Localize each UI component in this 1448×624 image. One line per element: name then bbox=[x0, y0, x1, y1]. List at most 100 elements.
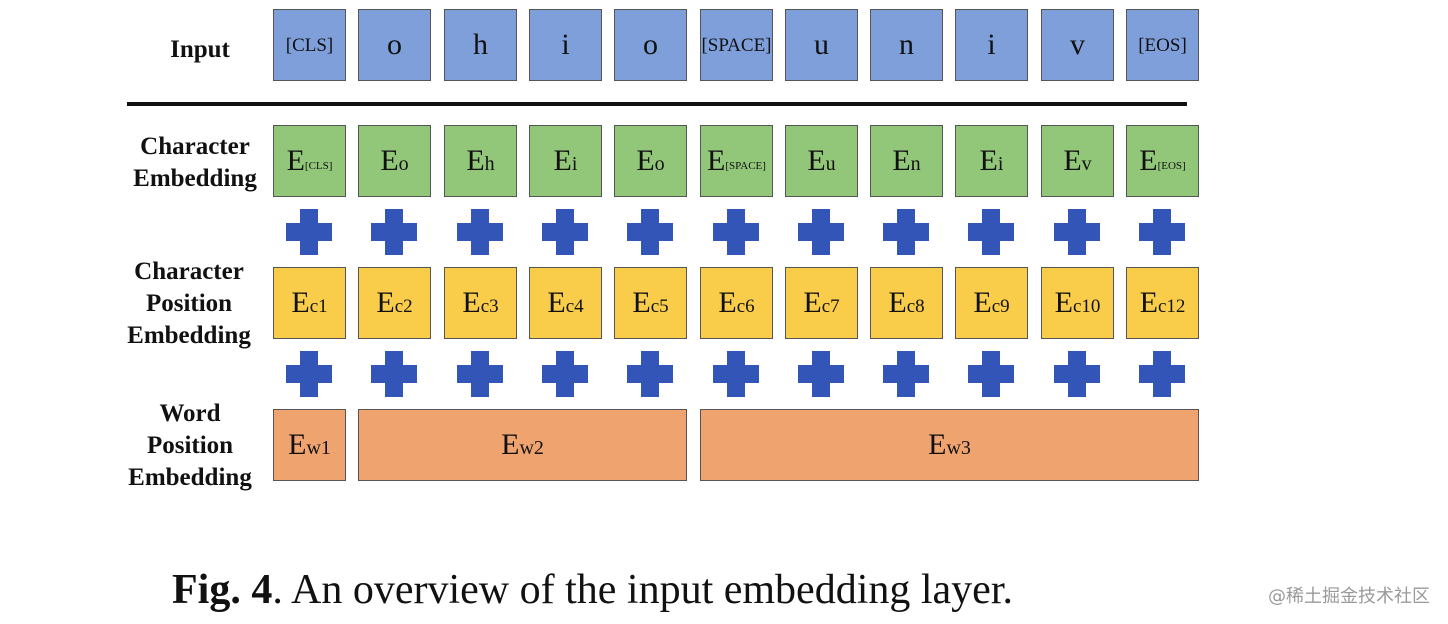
input-token-label: [CLS] bbox=[285, 34, 334, 56]
plus-icon bbox=[457, 351, 503, 397]
plus-icon bbox=[968, 209, 1014, 255]
character-position-embedding-cell-base: E bbox=[803, 286, 822, 319]
character-embedding-cell-subscript: i bbox=[997, 153, 1004, 175]
character-embedding-cell-base: E bbox=[892, 144, 911, 177]
character-position-embedding-cell-subscript: c6 bbox=[736, 295, 755, 317]
character-embedding-cell-subscript: o bbox=[398, 153, 409, 175]
word-position-embedding-base: E bbox=[501, 428, 520, 461]
input-token-cell: u bbox=[785, 9, 858, 81]
plus-icon bbox=[286, 209, 332, 255]
input-token-label: u bbox=[814, 28, 829, 61]
word-position-embedding-subscript: w3 bbox=[946, 437, 971, 459]
input-token-label: [EOS] bbox=[1138, 34, 1187, 56]
plus-icon bbox=[371, 351, 417, 397]
character-embedding-cell-subscript: n bbox=[910, 153, 921, 175]
plus-icon bbox=[1139, 209, 1185, 255]
character-embedding-cell-base: E bbox=[979, 144, 998, 177]
input-token-cell: v bbox=[1041, 9, 1114, 81]
character-embedding-cell-subscript: [CLS] bbox=[304, 159, 333, 172]
input-token-label: i bbox=[561, 28, 570, 61]
character-position-embedding-cell-subscript: c8 bbox=[906, 295, 925, 317]
figure-caption-text: . An overview of the input embedding lay… bbox=[272, 567, 1013, 613]
input-token-cell: i bbox=[529, 9, 602, 81]
character-position-embedding-cell-subscript: c5 bbox=[650, 295, 669, 317]
input-token-cell: o bbox=[358, 9, 431, 81]
character-embedding-cell: E[EOS] bbox=[1126, 125, 1199, 197]
character-position-embedding-cell-base: E bbox=[718, 286, 737, 319]
row-label-input: Input bbox=[170, 36, 230, 63]
divider-line bbox=[127, 102, 1187, 106]
character-position-embedding-cell-subscript: c12 bbox=[1157, 295, 1186, 317]
character-position-embedding-cell-subscript: c4 bbox=[565, 295, 584, 317]
input-token-cell: o bbox=[614, 9, 687, 81]
word-position-embedding-base: E bbox=[288, 428, 307, 461]
input-token-cell: h bbox=[444, 9, 517, 81]
plus-icon bbox=[883, 209, 929, 255]
character-embedding-cell-base: E bbox=[466, 144, 485, 177]
character-embedding-cell-subscript: i bbox=[571, 153, 578, 175]
input-token-cell: i bbox=[955, 9, 1028, 81]
character-embedding-cell-base: E bbox=[707, 144, 726, 177]
plus-icon bbox=[883, 351, 929, 397]
character-position-embedding-cell-base: E bbox=[973, 286, 992, 319]
plus-icon bbox=[798, 209, 844, 255]
input-token-label: n bbox=[899, 28, 914, 61]
input-token-label: h bbox=[473, 28, 488, 61]
character-position-embedding-cell-base: E bbox=[632, 286, 651, 319]
plus-icon bbox=[371, 209, 417, 255]
input-token-label: o bbox=[387, 28, 402, 61]
character-embedding-cell-base: E bbox=[1063, 144, 1082, 177]
watermark: @稀土掘金技术社区 bbox=[1268, 586, 1430, 607]
plus-icon bbox=[286, 351, 332, 397]
figure-caption-label: Fig. 4 bbox=[172, 567, 273, 613]
character-embedding-cell: E[CLS] bbox=[273, 125, 346, 197]
character-position-embedding-cell-base: E bbox=[547, 286, 566, 319]
plus-icon bbox=[968, 351, 1014, 397]
character-position-embedding-cell-subscript: c1 bbox=[309, 295, 328, 317]
character-position-embedding-cell-subscript: c2 bbox=[394, 295, 413, 317]
character-embedding-cell-subscript: o bbox=[654, 153, 665, 175]
plus-icon bbox=[542, 351, 588, 397]
character-position-embedding-cell-base: E bbox=[1139, 286, 1158, 319]
character-position-embedding-cell-subscript: c9 bbox=[991, 295, 1010, 317]
character-position-embedding-cell-base: E bbox=[1054, 286, 1073, 319]
character-position-embedding-cell-base: E bbox=[376, 286, 395, 319]
row-label-character-embedding: Character Embedding bbox=[133, 133, 257, 192]
character-position-embedding-cell-subscript: c7 bbox=[821, 295, 840, 317]
plus-icon bbox=[798, 351, 844, 397]
row-label-word-position-embedding: Word Position Embedding bbox=[128, 400, 252, 491]
character-embedding-cell-base: E bbox=[1139, 144, 1158, 177]
plus-icon bbox=[1054, 209, 1100, 255]
character-position-embedding-cell-subscript: c3 bbox=[480, 295, 499, 317]
input-token-label: v bbox=[1070, 28, 1085, 61]
character-position-embedding-cell-base: E bbox=[462, 286, 481, 319]
plus-icon bbox=[713, 351, 759, 397]
character-embedding-cell: E[SPACE] bbox=[700, 125, 773, 197]
row-label-character-position-embedding: Character Position Embedding bbox=[127, 258, 251, 349]
figure-caption: Fig. 4. An overview of the input embeddi… bbox=[172, 562, 1013, 618]
character-embedding-cell-base: E bbox=[286, 144, 305, 177]
plus-icon bbox=[627, 351, 673, 397]
plus-icon bbox=[1139, 351, 1185, 397]
character-position-embedding-cell-base: E bbox=[291, 286, 310, 319]
input-token-cell: n bbox=[870, 9, 943, 81]
character-embedding-cell-subscript: h bbox=[484, 153, 495, 175]
word-position-embedding-base: E bbox=[928, 428, 947, 461]
